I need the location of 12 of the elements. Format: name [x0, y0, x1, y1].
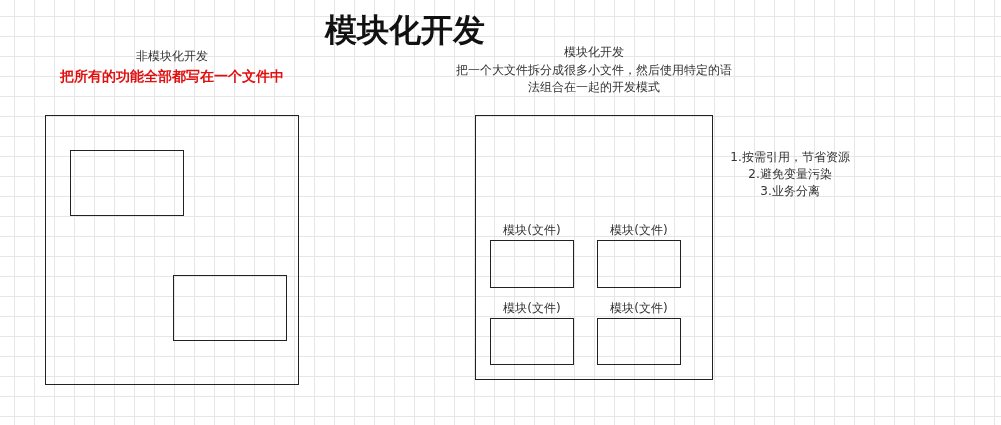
list-item: 2.避免变量污染	[747, 166, 833, 183]
box-label: 模块(文件)	[609, 222, 669, 239]
diagram-title: 模块化开发	[323, 10, 486, 50]
description-text: 把一个大文件拆分成很多小文件，然后使用特定的语法组合在一起的开发模式	[455, 62, 733, 96]
box-label: 模块(文件)	[502, 300, 562, 317]
list-item: 1.按需引用，节省资源	[729, 149, 851, 166]
box-label: 模块(文件)	[609, 300, 669, 317]
list-item: 3.业务分离	[759, 183, 821, 200]
heading-text: 模块化开发	[563, 44, 625, 61]
note-text: 把所有的功能全部都写在一个文件中	[59, 68, 285, 85]
box-label: 模块(文件)	[502, 222, 562, 239]
heading-text: 非模块化开发	[135, 48, 209, 65]
